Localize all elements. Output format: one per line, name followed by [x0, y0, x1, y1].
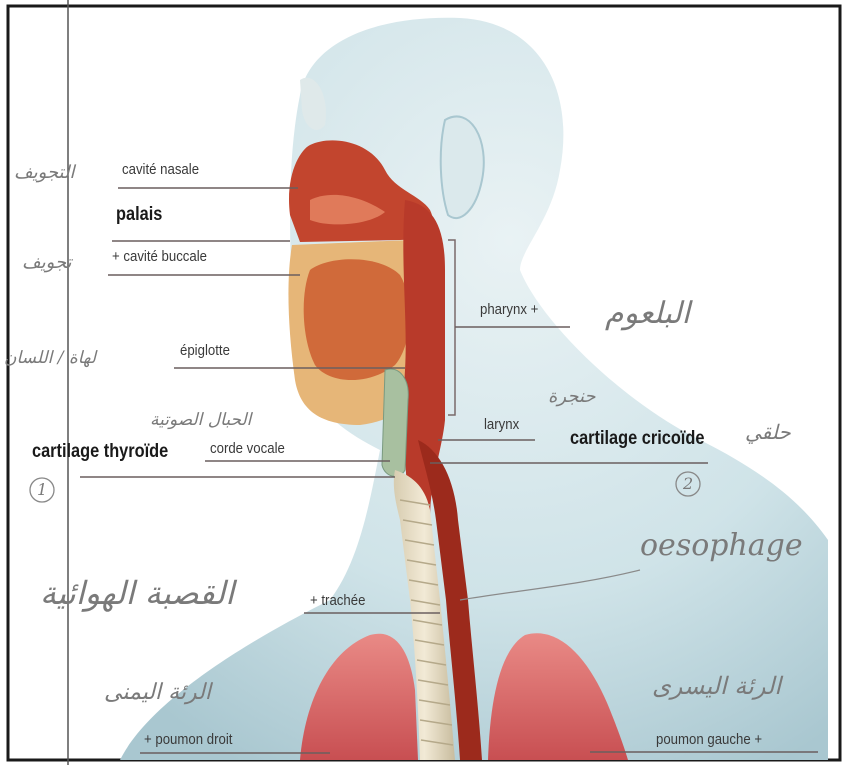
label-epiglotte: épiglotte: [180, 342, 230, 359]
handwriting-arabic-pharynx: البلعوم: [605, 296, 690, 331]
handwriting-num-1: 1: [37, 480, 47, 499]
label-larynx: larynx: [484, 416, 519, 433]
handwriting-oesophage: oesophage: [640, 528, 803, 563]
label-palais: palais: [116, 204, 162, 226]
handwriting-arabic-trachee: القصبة الهوائية: [40, 574, 234, 612]
label-poumon-gauche: poumon gauche +: [656, 731, 762, 748]
label-cartilage-cricoide: cartilage cricoïde: [570, 428, 704, 450]
handwriting-arabic-nasal: التجويف: [14, 162, 74, 183]
handwriting-arabic-poumon-gauche: الرئة اليسرى: [652, 672, 781, 700]
handwriting-arabic-corde: الحبال الصوتية: [150, 410, 251, 430]
larynx-shape: [382, 369, 408, 476]
label-trachee: + trachée: [310, 592, 365, 609]
tongue-shape: [304, 259, 410, 380]
handwriting-num-2: 2: [683, 474, 693, 493]
handwriting-arabic-epiglotte: لهاة / اللسان: [4, 348, 96, 368]
handwriting-arabic-poumon-droit: الرئة اليمنى: [104, 680, 211, 705]
label-poumon-droit: + poumon droit: [144, 731, 232, 748]
label-cartilage-thyroide: cartilage thyroïde: [32, 441, 168, 463]
handwriting-arabic-cricoide: حلقي: [745, 420, 791, 444]
handwriting-arabic-larynx: حنجرة: [548, 386, 596, 407]
label-cavite-nasale: cavité nasale: [122, 161, 199, 178]
label-cavite-buccale: + cavité buccale: [112, 248, 207, 265]
label-corde-vocale: corde vocale: [210, 440, 285, 457]
handwriting-arabic-buccal: تجويف: [22, 252, 72, 273]
label-pharynx: pharynx +: [480, 301, 538, 318]
